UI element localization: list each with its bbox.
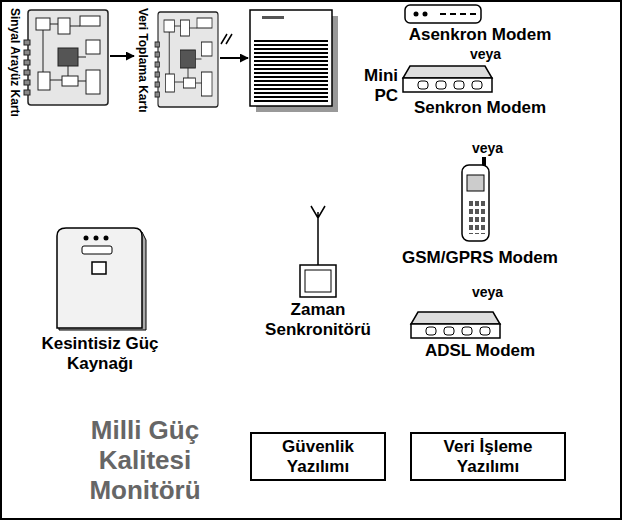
data-acquisition-card [155,12,218,107]
node-label: Kesintisiz Güç Kaynağı [30,334,170,373]
flow-arrow [110,55,134,57]
node-label: Güvenlik Yazılımı [258,437,378,476]
signal-interface-card [24,10,108,105]
node-label: Asenkron Modem [394,25,566,45]
mini-pc: Mini PC [248,8,402,114]
node-label: Senkron Modem [394,98,566,118]
card-slashes [221,34,232,44]
node-label: ADSL Modem [394,341,566,361]
modem: ADSL Modem [394,308,568,363]
node-label: Veri İşleme Yazılımı [418,437,558,476]
or-label: veya [470,46,501,62]
modem: Asenkron Modem [394,3,568,47]
node-label: Sinyal Arayüz Kartı [8,8,22,117]
time-synchronizer: Zaman Senkronitörü [250,202,388,344]
node-label: Mini PC [352,66,398,105]
flow-arrow [220,57,248,59]
ups: Kesintisiz Güç Kaynağı [30,224,172,378]
diagram-title: Milli Güç Kalitesi Monitörü [60,416,230,506]
interface-card: Sinyal Arayüz Kartı [6,6,110,119]
gsm-modem: GSM/GPRS Modem [394,156,568,270]
node-label: Zaman Senkronitörü [250,300,386,339]
acquisition-card: Veri Toplama Kartı [134,6,220,114]
sync-modem-icon [403,66,492,92]
mini-pc-icon [250,10,338,112]
node-label: GSM/GPRS Modem [394,248,566,268]
async-modem-icon [405,5,481,23]
gsm-phone-icon [462,157,489,241]
ups-icon [57,228,146,330]
or-label: veya [472,140,503,156]
software-box: Veri İşleme Yazılımı [410,432,566,481]
software-box: Güvenlik Yazılımı [250,432,386,481]
adsl-modem-icon [411,312,500,338]
modem: Senkron Modem [394,64,568,120]
time-sync-icon [300,206,336,297]
node-label: Veri Toplama Kartı [136,8,150,112]
or-label: veya [472,284,503,300]
